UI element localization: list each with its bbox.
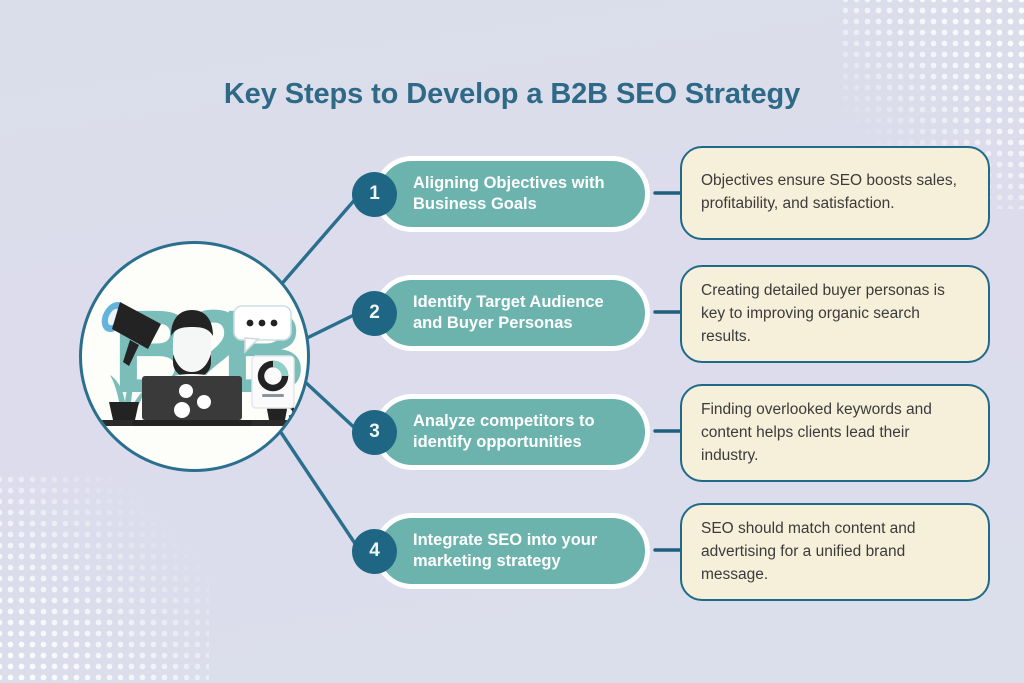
step-number-badge-2: 2 (352, 290, 397, 336)
step-description-2: Creating detailed buyer personas is key … (680, 265, 990, 364)
step-row-3[interactable]: 3 Analyze competitors to identify opport… (352, 390, 650, 474)
dot-pattern-bottom-left (0, 474, 209, 683)
step-title-1[interactable]: Aligning Objectives with Business Goals (374, 156, 650, 232)
step-title-2[interactable]: Identify Target Audience and Buyer Perso… (374, 275, 650, 351)
laptop-icon (132, 376, 252, 426)
page-title: Key Steps to Develop a B2B SEO Strategy (223, 78, 801, 110)
step-description-4: SEO should match content and advertising… (680, 503, 990, 602)
speech-bubble-icon (233, 305, 292, 354)
step-number-badge-3: 3 (352, 409, 397, 455)
megaphone-icon (101, 301, 161, 366)
coin-icons (174, 384, 211, 418)
step-title-4[interactable]: Integrate SEO into your marketing strate… (374, 513, 650, 589)
step-description-3: Finding overlooked keywords and content … (680, 384, 990, 483)
step-row-4[interactable]: 4 Integrate SEO into your marketing stra… (352, 509, 650, 593)
step-number-badge-4: 4 (352, 528, 397, 574)
step-number-badge-1: 1 (352, 171, 397, 217)
step-description-1: Objectives ensure SEO boosts sales, prof… (680, 146, 990, 240)
donut-chart-card-icon (251, 355, 295, 409)
illustration-svg: B 2 B (100, 286, 306, 426)
step-row-1[interactable]: 1 Aligning Objectives with Business Goal… (352, 152, 650, 236)
step-row-2[interactable]: 2 Identify Target Audience and Buyer Per… (352, 271, 650, 355)
step-title-3[interactable]: Analyze competitors to identify opportun… (374, 394, 650, 470)
b2b-desk-illustration: B 2 B (79, 241, 310, 472)
potted-plant-icon (109, 375, 145, 420)
